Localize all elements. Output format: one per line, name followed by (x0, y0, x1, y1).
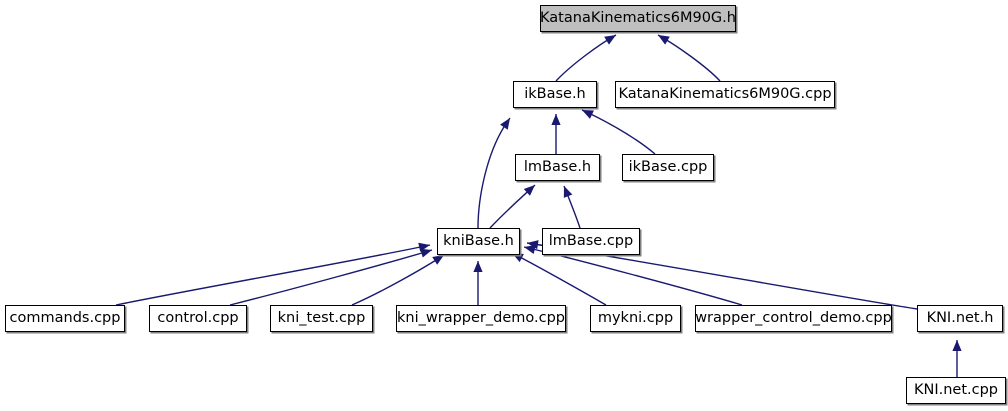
graph-arrowhead-icon (420, 248, 432, 258)
graph-node-label: control.cpp (157, 309, 239, 326)
graph-arrowhead-icon (473, 261, 483, 272)
graph-arrowhead-icon (551, 114, 561, 125)
graph-node-control-cpp[interactable]: control.cpp (149, 305, 247, 332)
graph-node-knibase-h[interactable]: kniBase.h (437, 228, 520, 255)
graph-edge-wrapper-ctl-cpp-to-knibase-h (523, 246, 743, 306)
graph-arrowhead-icon (524, 245, 536, 254)
graph-node-label: kniBase.h (443, 232, 514, 249)
graph-node-kni-test-cpp[interactable]: kni_test.cpp (270, 305, 373, 332)
graph-node-ikbase-cpp[interactable]: ikBase.cpp (622, 154, 714, 181)
graph-arrowhead-icon (658, 35, 670, 45)
graph-edge-mykni-cpp-to-knibase-h (511, 252, 607, 306)
graph-node-katana-h[interactable]: KatanaKinematics6M90G.h (540, 5, 736, 32)
graph-node-label: kni_wrapper_demo.cpp (397, 309, 565, 326)
graph-edge-knibase-h-to-ikbase-h (477, 117, 511, 229)
graph-node-lmbase-h[interactable]: lmBase.h (515, 154, 600, 181)
graph-node-label: KNI.net.h (926, 309, 994, 326)
graph-node-label: lmBase.cpp (548, 232, 634, 249)
graph-arrowhead-icon (582, 110, 594, 119)
graph-edge-katana-cpp-to-katana-h (657, 34, 721, 82)
graph-arrowhead-icon (512, 253, 524, 263)
graph-arrowhead-icon (523, 185, 535, 196)
graph-node-label: lmBase.h (523, 158, 592, 175)
graph-edge-ikbase-cpp-to-ikBase-h (581, 109, 656, 155)
graph-node-ikbase-h[interactable]: ikBase.h (513, 81, 597, 108)
graph-arrowhead-icon (527, 240, 539, 250)
graph-node-label: commands.cpp (9, 309, 121, 326)
graph-arrowhead-icon (432, 255, 444, 265)
graph-edge-control-cpp-to-knibase-h (229, 249, 433, 306)
graph-node-wrapper-ctl-cpp[interactable]: wrapper_control_demo.cpp (695, 305, 892, 332)
graph-node-kni-net-cpp[interactable]: KNI.net.cpp (906, 377, 1006, 404)
graph-arrowhead-icon (500, 118, 510, 130)
graph-node-label: ikBase.h (524, 85, 586, 102)
graph-node-label: KatanaKinematics6M90G.h (540, 9, 736, 26)
graph-edge-ikbase-h-to-katana-h (555, 34, 617, 82)
graph-node-label: kni_test.cpp (277, 309, 366, 326)
graph-node-mykni-cpp[interactable]: mykni.cpp (590, 305, 681, 332)
graph-edge-kni-test-cpp-to-knibase-h (351, 254, 445, 306)
graph-node-label: mykni.cpp (597, 309, 674, 326)
graph-node-katana-cpp[interactable]: KatanaKinematics6M90G.cpp (615, 81, 835, 108)
graph-node-lmbase-cpp[interactable]: lmBase.cpp (542, 228, 640, 255)
graph-node-kni-net-h[interactable]: KNI.net.h (917, 305, 1003, 332)
graph-arrowhead-icon (952, 340, 962, 351)
graph-edge-commands-cpp-to-knibase-h (115, 244, 431, 306)
graph-arrowhead-icon (604, 35, 616, 45)
graph-node-label: KNI.net.cpp (913, 381, 999, 398)
graph-node-kni-wrapper-cpp[interactable]: kni_wrapper_demo.cpp (396, 305, 566, 332)
graph-arrowhead-icon (563, 186, 573, 198)
graph-node-commands-cpp[interactable]: commands.cpp (5, 305, 125, 332)
graph-node-label: wrapper_control_demo.cpp (695, 309, 892, 326)
graph-node-label: ikBase.cpp (628, 158, 708, 175)
graph-node-label: KatanaKinematics6M90G.cpp (618, 85, 832, 102)
